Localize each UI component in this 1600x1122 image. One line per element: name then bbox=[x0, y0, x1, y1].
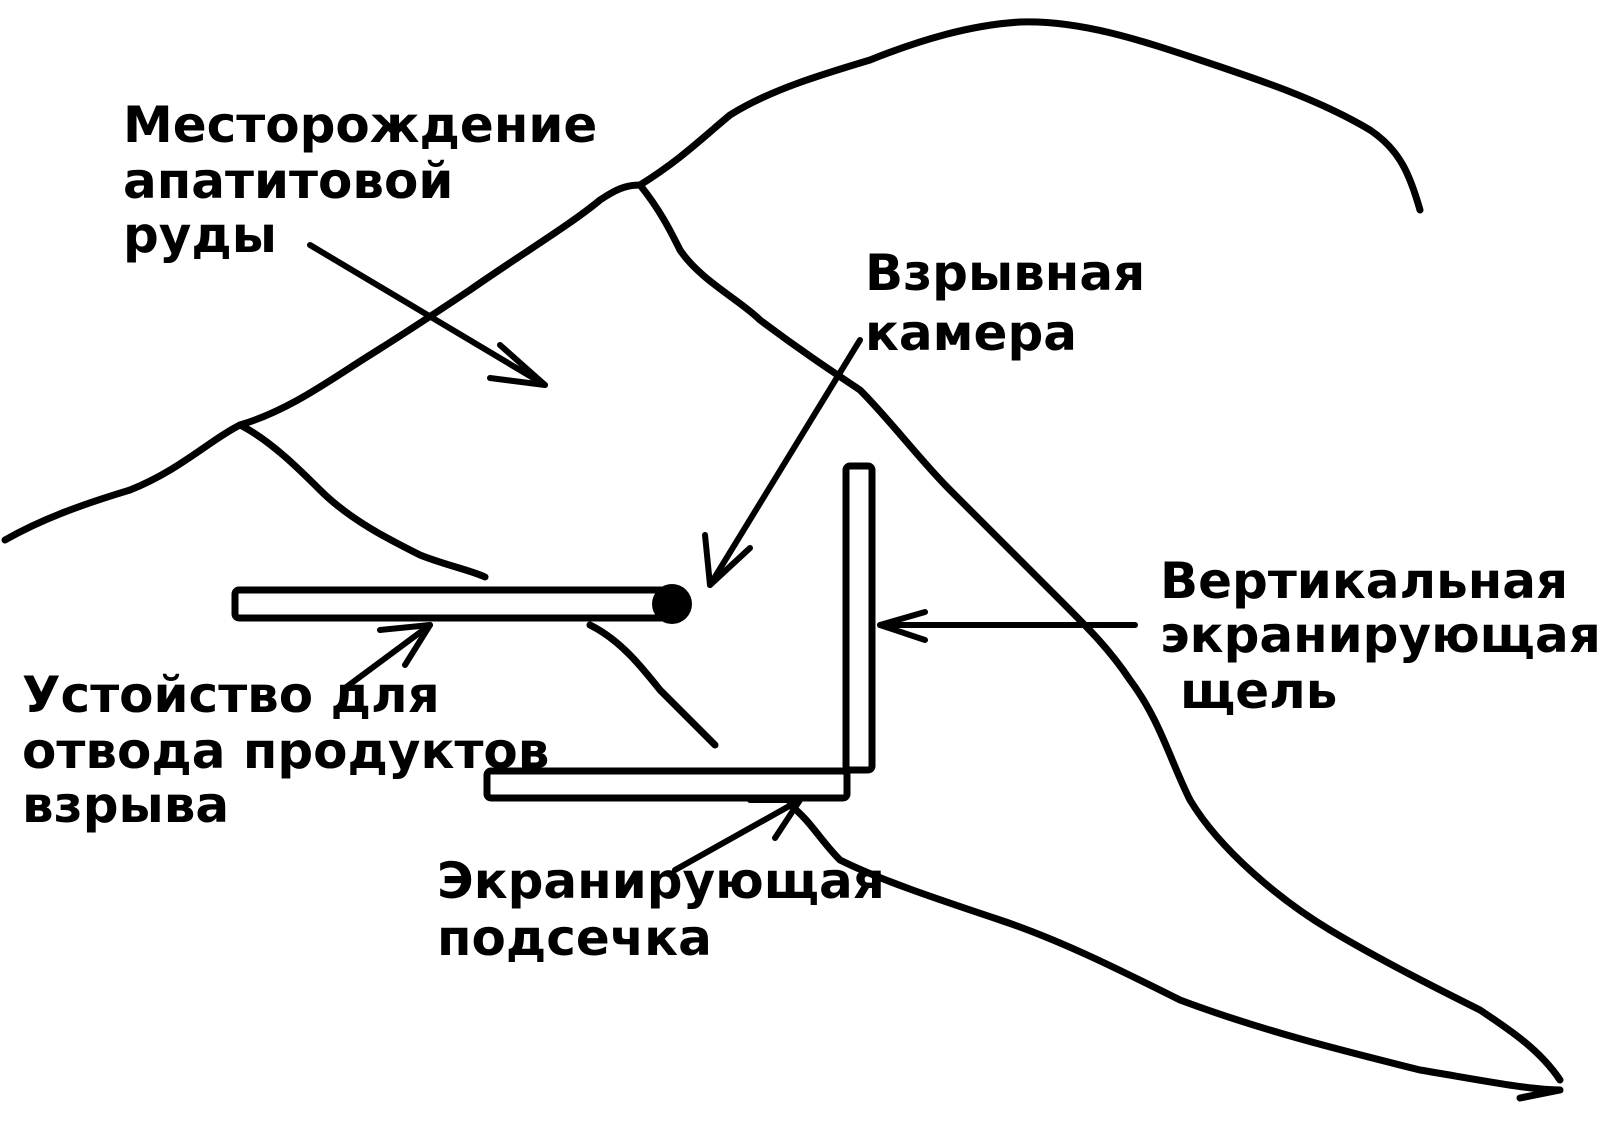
arrow-deposit bbox=[307, 242, 548, 388]
undercut-adit bbox=[483, 767, 851, 802]
label-undercut-line-1: Экранирующая bbox=[437, 852, 885, 910]
label-vertical-slot-line-2: экранирующая bbox=[1160, 606, 1600, 664]
exhaust-adit bbox=[231, 586, 669, 622]
label-vertical-slot-line-1: Вертикальная bbox=[1160, 552, 1568, 610]
label-chamber: Взрывная камера bbox=[865, 244, 1163, 362]
mountain-outline bbox=[1, 18, 1564, 1102]
label-undercut: Экранирующая подсечка bbox=[437, 852, 902, 967]
mountain-base bbox=[786, 801, 1564, 1102]
label-undercut-line-2: подсечка bbox=[437, 909, 712, 967]
arrow-vertical-slot bbox=[877, 609, 1138, 643]
label-vertical-slot-line-3: щель bbox=[1180, 662, 1337, 720]
label-exhaust-device: Устойство для отвода продуктов взрыва bbox=[22, 666, 567, 834]
mountain-back-slope bbox=[636, 181, 1564, 1084]
arrow-chamber bbox=[702, 337, 863, 588]
label-deposit-line-3: руды bbox=[123, 206, 277, 264]
label-deposit-line-2: апатитовой bbox=[123, 152, 453, 210]
label-chamber-line-1: Взрывная bbox=[865, 244, 1145, 302]
label-deposit-line-1: Месторождение bbox=[123, 96, 597, 154]
label-exhaust-device-line-3: взрыва bbox=[22, 776, 229, 834]
label-deposit: Месторождение апатитовой руды bbox=[123, 96, 615, 264]
label-arrows bbox=[307, 242, 1138, 873]
vertical-slot bbox=[842, 462, 876, 774]
mountain-lower-slope bbox=[586, 621, 719, 749]
label-chamber-line-2: камера bbox=[865, 304, 1077, 362]
blast-chamber-marker bbox=[652, 584, 692, 624]
mine-structures bbox=[231, 462, 876, 802]
label-exhaust-device-line-2: отвода продуктов bbox=[22, 722, 549, 780]
arrow-undercut bbox=[672, 797, 803, 873]
mountain-front-slope bbox=[236, 421, 489, 581]
label-vertical-slot: Вертикальная экранирующая щель bbox=[1160, 552, 1600, 720]
label-exhaust-device-line-1: Устойство для bbox=[22, 666, 440, 724]
arrow-exhaust-device bbox=[342, 622, 433, 691]
